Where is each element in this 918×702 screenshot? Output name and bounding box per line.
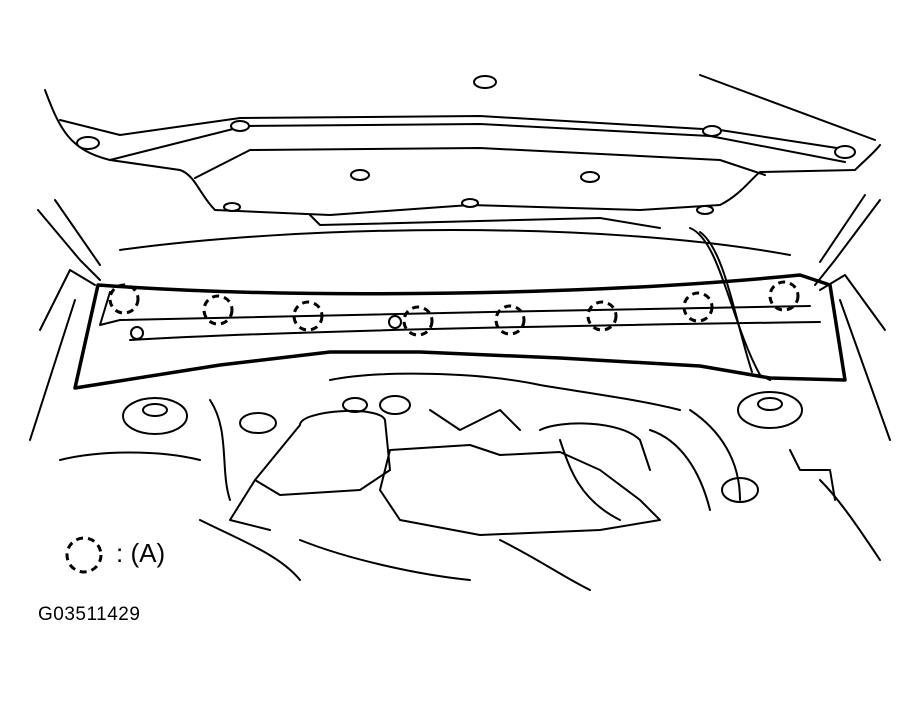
clip-a-marker (586, 300, 618, 332)
legend-label: : (A) (116, 538, 166, 568)
clip-a-marker (108, 283, 140, 315)
clip-a-marker (402, 305, 434, 337)
hood-hole (350, 169, 370, 181)
left-strut-tower (122, 397, 188, 435)
hood-hole (580, 171, 600, 183)
body-side-lines (29, 194, 891, 441)
hood-hole (76, 136, 100, 150)
hood-underside (44, 74, 881, 216)
legend-symbol (65, 536, 103, 574)
clip-markers (108, 280, 800, 337)
fluid-reservoir (254, 410, 391, 496)
panel-screw (130, 326, 144, 340)
figure-id: G03511429 (38, 604, 141, 625)
hood-hole (696, 205, 714, 215)
engine-block (379, 444, 661, 536)
panel-screw (388, 315, 402, 329)
hood-hole (223, 202, 241, 212)
right-strut-tower (737, 391, 803, 429)
clip-a-marker (202, 294, 234, 326)
hood-hole (230, 120, 250, 132)
clip-a-marker (768, 280, 800, 312)
clip-a-marker (494, 304, 526, 336)
hood-hole (702, 125, 722, 137)
hood-hole (834, 145, 856, 159)
hood-hole (461, 198, 479, 208)
cowl-top-panel (73, 227, 847, 390)
clip-a-marker (682, 291, 714, 323)
dashed-circle-clip-icon (65, 536, 103, 574)
engine-bay-components (59, 372, 881, 591)
clip-a-marker (292, 300, 324, 332)
hood-hole (473, 75, 497, 89)
